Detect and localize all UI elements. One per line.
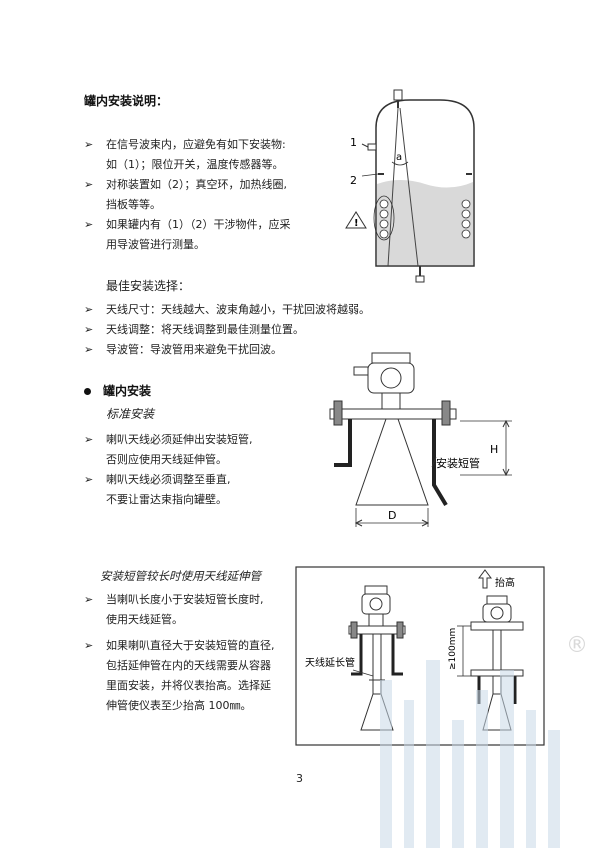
bullet-line: 里面安装，并将仪表抬高。选择延 xyxy=(106,679,271,692)
list-item: ➢ 对称装置如（2）；真空环，加热线圈, 挡板等等。 xyxy=(84,175,334,215)
callout-label-2: 2 xyxy=(350,174,357,187)
chevron-right-icon: ➢ xyxy=(84,473,94,486)
section2-bullet-list: ➢ 喇叭天线必须延伸出安装短管, 否则应使用天线延伸管。 ➢ 喇叭天线必须调整至… xyxy=(84,430,324,510)
best-bullet-list: ➢ 天线尺寸：天线越大、波束角越小，干扰回波将越弱。 ➢ 天线调整：将天线调整到… xyxy=(84,300,484,360)
list-item: ➢ 如果喇叭直径大于安装短管的直径, 包括延伸管在内的天线需要从容器 里面安装，… xyxy=(84,636,294,716)
page-number: 3 xyxy=(296,772,303,785)
chevron-right-icon: ➢ xyxy=(84,303,94,316)
bullet-line: 喇叭天线必须调整至垂直, xyxy=(106,473,231,486)
short-pipe-label: 安装短管 xyxy=(436,456,480,470)
bullet-line: 天线尺寸：天线越大、波束角越小，干扰回波将越弱。 xyxy=(106,303,370,316)
chevron-right-icon: ➢ xyxy=(84,138,94,151)
bullet-line: 用导波管进行测量。 xyxy=(106,238,205,251)
bullet-line: 如果罐内有（1）（2）干涉物件，应采 xyxy=(106,218,291,231)
list-item: ➢ 喇叭天线必须延伸出安装短管, 否则应使用天线延伸管。 xyxy=(84,430,324,470)
chevron-right-icon: ➢ xyxy=(84,343,94,356)
bullet-dot-icon xyxy=(84,388,91,395)
section3-bullet-list: ➢ 当喇叭长度小于安装短管长度时, 使用天线延管。 ➢ 如果喇叭直径大于安装短管… xyxy=(84,590,294,716)
bullet-line: 天线调整：将天线调整到最佳测量位置。 xyxy=(106,323,304,336)
list-item: ➢ 如果罐内有（1）（2）干涉物件，应采 用导波管进行测量。 xyxy=(84,215,334,255)
bullet-line: 不要让雷达束指向罐壁。 xyxy=(106,493,227,506)
bullet-line: 挡板等等。 xyxy=(106,198,161,211)
standard-install-diagram: H 安装短管 D xyxy=(329,352,512,527)
angle-label: a xyxy=(396,152,402,163)
bullet-line: 在信号波束内，应避免有如下安装物: xyxy=(106,138,286,151)
bullet-line: 导波管：导波管用来避免干扰回波。 xyxy=(106,343,282,356)
lift-label: 抬高 xyxy=(495,576,515,589)
list-item: ➢ 导波管：导波管用来避免干扰回波。 xyxy=(84,340,484,360)
list-item: ➢ 天线尺寸：天线越大、波束角越小，干扰回波将越弱。 xyxy=(84,300,484,320)
chevron-right-icon: ➢ xyxy=(84,433,94,446)
bullet-line: 包括延伸管在内的天线需要从容器 xyxy=(106,659,271,672)
bullet-line: 如（1）；限位开关，温度传感器等。 xyxy=(106,158,284,171)
chevron-right-icon: ➢ xyxy=(84,639,94,652)
best-selection-title: 最佳安装选择： xyxy=(106,279,191,293)
bullet-line: 使用天线延管。 xyxy=(106,613,183,626)
chevron-right-icon: ➢ xyxy=(84,218,94,231)
list-item: ➢ 在信号波束内，应避免有如下安装物: 如（1）；限位开关，温度传感器等。 xyxy=(84,135,334,175)
extension-pipe-label: 天线延长管 xyxy=(305,656,355,669)
section-title-in-tank: 罐内安装 xyxy=(84,382,151,399)
chevron-right-icon: ➢ xyxy=(84,593,94,606)
list-item: ➢ 当喇叭长度小于安装短管长度时, 使用天线延管。 xyxy=(84,590,294,630)
bullet-line: 伸管使仪表至少抬高 100㎜。 xyxy=(106,699,252,712)
section-title-tank-install: 罐内安装说明： xyxy=(84,94,169,108)
subtitle-extension-pipe: 安装短管较长时使用天线延伸管 xyxy=(100,569,261,583)
bullet-line: 如果喇叭直径大于安装短管的直径, xyxy=(106,639,275,652)
chevron-right-icon: ➢ xyxy=(84,178,94,191)
bullet-line: 对称装置如（2）；真空环，加热线圈, xyxy=(106,178,287,191)
registered-mark: ® xyxy=(566,633,588,658)
bullet-line: 喇叭天线必须延伸出安装短管, xyxy=(106,433,253,446)
bullet-line: 否则应使用天线延伸管。 xyxy=(106,453,227,466)
callout-label-1: 1 xyxy=(350,136,357,149)
section1-bullet-list: ➢ 在信号波束内，应避免有如下安装物: 如（1）；限位开关，温度传感器等。 ➢ … xyxy=(84,135,334,255)
warning-icon: ! xyxy=(354,218,359,229)
chevron-right-icon: ➢ xyxy=(84,323,94,336)
subtitle-standard-install: 标准安装 xyxy=(106,407,155,421)
lift-dimension-label: ≥100mm xyxy=(448,628,458,670)
tank-interference-diagram: a 1 2 ! xyxy=(345,89,475,283)
watermark-logo: ® xyxy=(380,633,588,848)
list-item: ➢ 喇叭天线必须调整至垂直, 不要让雷达束指向罐壁。 xyxy=(84,470,324,510)
list-item: ➢ 天线调整：将天线调整到最佳测量位置。 xyxy=(84,320,484,340)
height-label: H xyxy=(490,443,498,456)
diameter-label: D xyxy=(388,509,396,522)
bullet-line: 当喇叭长度小于安装短管长度时, xyxy=(106,593,264,606)
